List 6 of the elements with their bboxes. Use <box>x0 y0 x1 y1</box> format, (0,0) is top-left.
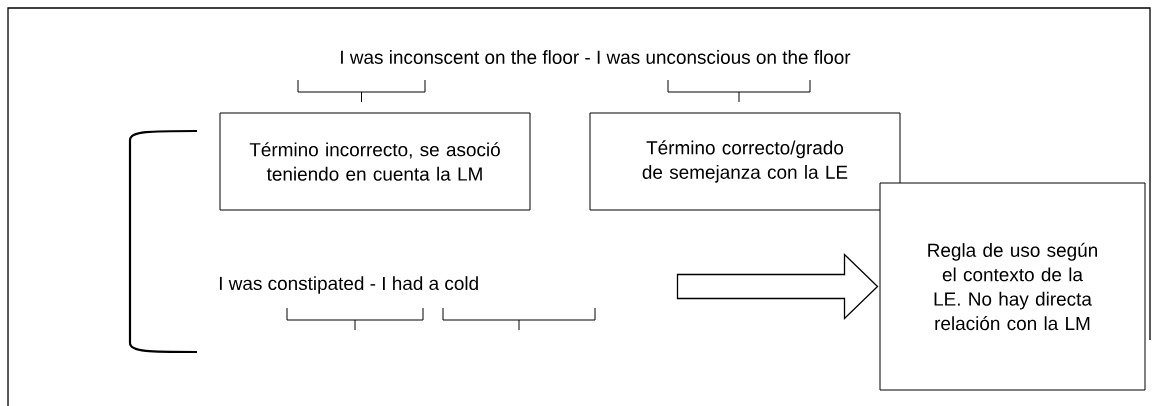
text-box: Término correcto/grado de semejanza con la LE <box>589 112 901 211</box>
text-box: Término incorrecto, se asoció teniendo en cuenta la LM <box>219 112 531 211</box>
text-box: Regla de uso según el contexto de la LE. No hay directa relación con la LM <box>879 182 1146 391</box>
block-arrow <box>676 252 879 321</box>
example-sentence: I was inconscent on the floor - I was unconscious on the floor <box>341 50 851 64</box>
example-sentence: I was constipated - I had a cold <box>219 276 478 294</box>
